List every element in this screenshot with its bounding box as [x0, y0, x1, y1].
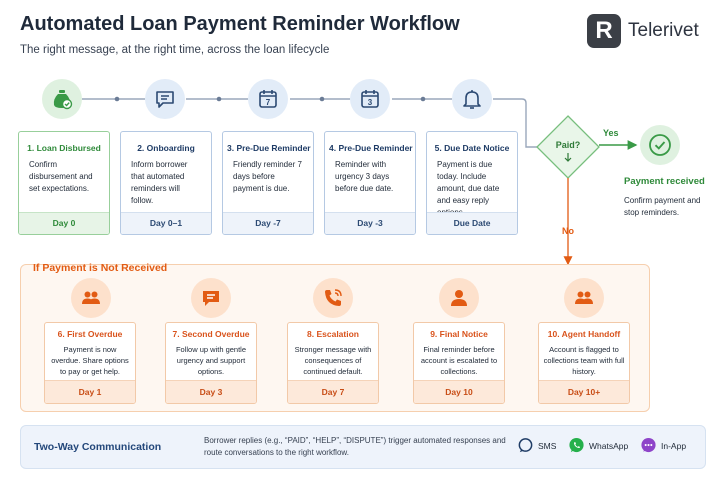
channel-sms: SMS: [517, 437, 556, 454]
step-title: 6. First Overdue: [57, 329, 123, 339]
step-escalation: 8. Escalation Stronger message with cons…: [287, 322, 379, 404]
brand-name: Telerivet: [628, 20, 699, 41]
page-subtitle: The right message, at the right time, ac…: [20, 44, 330, 56]
step-due-date: 5. Due Date Notice Payment is due today.…: [426, 131, 518, 235]
top-connector-line: [82, 96, 545, 148]
payment-received-body: Confirm payment and stop reminders.: [624, 196, 701, 217]
page-title: Automated Loan Payment Reminder Workflow: [20, 13, 460, 35]
step-body: Reminder with urgency 3 days before due …: [335, 160, 394, 193]
whatsapp-icon: [569, 437, 584, 453]
step-pre-due-3: 4. Pre-Due Reminder Reminder with urgenc…: [324, 131, 416, 235]
two-way-communication-bar: [20, 425, 706, 469]
step-final-notice: 9. Final Notice Final reminder before ac…: [413, 322, 505, 404]
step-first-overdue: 6. First Overdue Payment is now overdue.…: [44, 322, 136, 404]
calendar-7-icon: 7: [248, 79, 288, 119]
chat-bubble-icon: [145, 79, 185, 119]
step-agent-handoff: 10. Agent Handoff Account is flagged to …: [538, 322, 630, 404]
step-title: 7. Second Overdue: [172, 329, 250, 339]
users-icon: [71, 278, 111, 318]
step-body: Follow up with gentle urgency and suppor…: [175, 345, 247, 376]
step-day: Day -3: [325, 212, 415, 234]
step-day: Day 7: [288, 380, 378, 403]
step-day: Day 0: [19, 212, 109, 234]
step-title: 5. Due Date Notice: [434, 143, 510, 153]
overdue-section-title: If Payment is Not Received: [33, 262, 168, 274]
channel-label: In-App: [661, 440, 687, 451]
bell-icon: [452, 79, 492, 119]
channel-label: SMS: [538, 440, 557, 451]
step-day: Day 10+: [539, 380, 629, 403]
step-title: 4. Pre-Due Reminder: [329, 143, 413, 153]
step-day: Day 10: [414, 380, 504, 403]
step-body: Friendly reminder 7 days before payment …: [233, 160, 302, 193]
step-title: 1. Loan Disbursed: [27, 143, 101, 153]
step-body: Payment is now overdue. Share options to…: [51, 345, 129, 376]
message-icon: [191, 278, 231, 318]
step-title: 9. Final Notice: [430, 329, 488, 339]
brand-logo: R: [587, 14, 621, 48]
step-day: Day 1: [45, 380, 135, 403]
phone-ringing-icon: [313, 278, 353, 318]
no-label: No: [562, 226, 574, 236]
step-day: Day -7: [223, 212, 313, 234]
step-title: 3. Pre-Due Reminder: [227, 143, 311, 153]
sms-bubble-icon: [518, 438, 533, 453]
user-icon: [439, 278, 479, 318]
in-app-chat-icon: [641, 437, 656, 453]
step-day: Due Date: [427, 212, 517, 234]
two-way-description: Borrower replies (e.g., “PAID”, “HELP”, …: [204, 436, 506, 457]
calendar-7-number: 7: [266, 98, 271, 107]
agents-icon: [564, 278, 604, 318]
step-title: 10. Agent Handoff: [547, 329, 621, 339]
channel-label: WhatsApp: [589, 440, 629, 451]
brand: R Telerivet: [587, 14, 699, 48]
channel-in-app: In-App: [640, 437, 686, 454]
step-loan-disbursed: 1. Loan Disbursed Confirm disbursement a…: [18, 131, 110, 235]
step-day: Day 0–1: [121, 212, 211, 234]
step-second-overdue: 7. Second Overdue Follow up with gentle …: [165, 322, 257, 404]
channel-whatsapp: WhatsApp: [568, 437, 628, 454]
step-title: 2. Onboarding: [137, 143, 195, 153]
payment-received-title: Payment received: [624, 176, 705, 187]
step-body: Inform borrower that automated reminders…: [131, 160, 188, 205]
money-bag-check-icon: [42, 79, 82, 119]
calendar-3-number: 3: [368, 98, 373, 107]
yes-label: Yes: [603, 128, 619, 138]
step-pre-due-7: 3. Pre-Due Reminder Friendly reminder 7 …: [222, 131, 314, 235]
step-onboarding: 2. Onboarding Inform borrower that autom…: [120, 131, 212, 235]
step-body: Stronger message with consequences of co…: [294, 345, 372, 376]
step-day: Day 3: [166, 380, 256, 403]
two-way-title: Two-Way Communication: [34, 441, 162, 453]
step-body: Account is flagged to collections team w…: [543, 345, 625, 376]
step-title: 8. Escalation: [307, 329, 359, 339]
calendar-3-icon: 3: [350, 79, 390, 119]
decision-label: Paid?: [555, 140, 581, 150]
step-body: Final reminder before account is escalat…: [420, 345, 498, 376]
step-body: Confirm disbursement and set expectation…: [29, 160, 93, 193]
check-circle-icon: [640, 125, 680, 165]
step-body: Payment is due today. Include amount, du…: [437, 160, 500, 217]
